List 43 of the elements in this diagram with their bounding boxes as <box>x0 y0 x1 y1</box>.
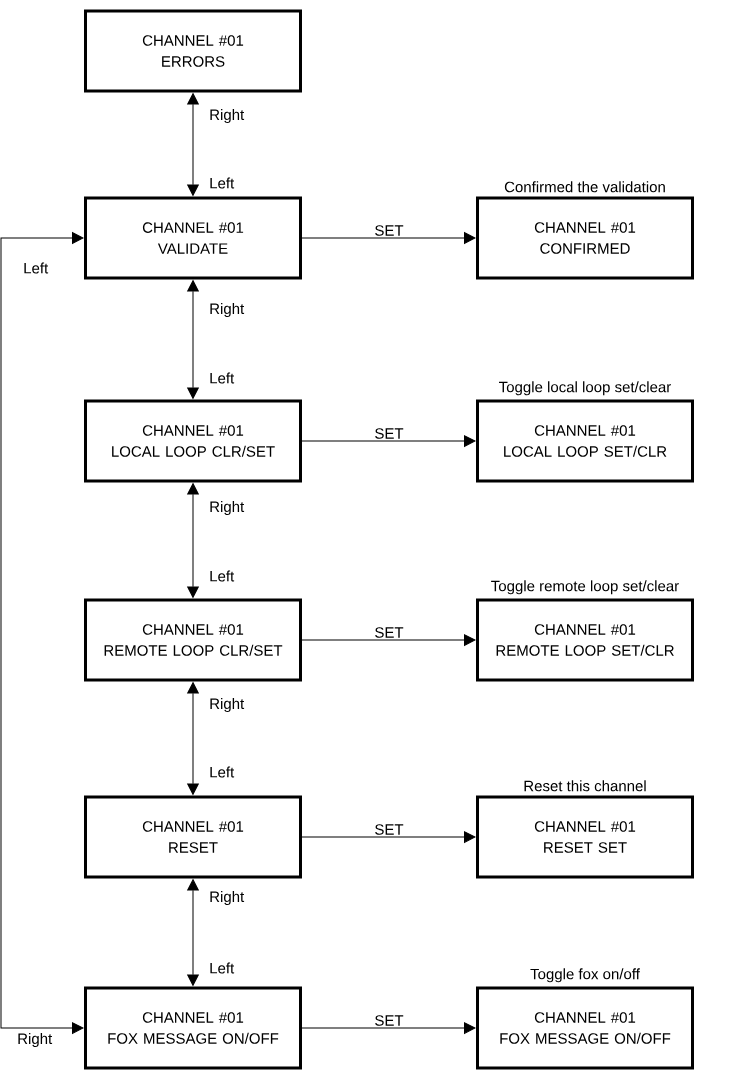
menu-box: CHANNEL #01 RESET SET <box>476 795 694 879</box>
node-label: Toggle local loop set/clear <box>499 381 671 396</box>
node-label: Confirmed the validation <box>504 181 665 193</box>
connector-arrow <box>0 232 84 1034</box>
node-label: Toggle remote loop set/clear <box>491 580 679 595</box>
direction-label: Left <box>24 262 49 274</box>
menu-box: CHANNEL #01 CONFIRMED <box>476 196 694 280</box>
menu-box: CHANNEL #01 FOX MESSAGE ON/OFF <box>84 986 302 1070</box>
direction-label: Left <box>210 372 235 384</box>
menu-box: CHANNEL #01 FOX MESSAGE ON/OFF <box>476 986 694 1070</box>
menu-box: CHANNEL #01 VALIDATE <box>84 196 302 280</box>
arrow <box>301 1022 476 1034</box>
arrow <box>187 879 199 986</box>
menu-box: CHANNEL #01 LOCAL LOOP CLR/SET <box>84 399 302 483</box>
edge-label: SET <box>373 224 405 237</box>
direction-label: Right <box>210 501 245 515</box>
arrow <box>301 831 476 843</box>
menu-box: CHANNEL #01 REMOTE LOOP CLR/SET <box>84 598 302 682</box>
direction-label: Right <box>210 891 245 905</box>
arrow <box>187 93 199 196</box>
direction-label: Right <box>210 698 245 712</box>
direction-label: Right <box>210 303 245 317</box>
node-label: Toggle fox on/off <box>530 968 640 983</box>
edge-label: SET <box>373 1014 405 1027</box>
menu-box: CHANNEL #01 LOCAL LOOP SET/CLR <box>476 399 694 483</box>
arrow <box>301 634 476 646</box>
menu-box: CHANNEL #01 RESET <box>84 795 302 879</box>
arrow <box>301 232 476 244</box>
arrow <box>187 483 199 598</box>
direction-label: Left <box>210 570 235 582</box>
direction-label: Left <box>210 962 235 974</box>
menu-box: CHANNEL #01 ERRORS <box>84 9 302 93</box>
edge-label: SET <box>373 626 405 639</box>
node-label: Reset this channel <box>524 780 646 792</box>
menu-box: CHANNEL #01 REMOTE LOOP SET/CLR <box>476 598 694 682</box>
arrow <box>187 280 199 399</box>
edge-label: SET <box>373 427 405 440</box>
arrow <box>301 435 476 447</box>
direction-label: Right <box>18 1033 53 1047</box>
direction-label: Left <box>210 766 235 778</box>
edge-label: SET <box>373 823 405 836</box>
arrow <box>187 682 199 795</box>
direction-label: Right <box>210 109 245 123</box>
